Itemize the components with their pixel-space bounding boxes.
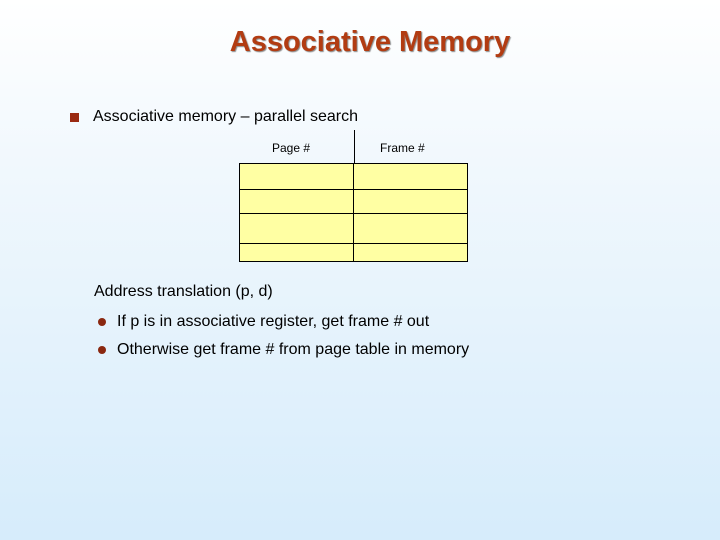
frame-number-header: Frame # — [380, 141, 425, 155]
square-bullet-icon — [70, 112, 79, 122]
table-row — [239, 213, 468, 244]
main-bullet: Associative memory – parallel search — [70, 108, 358, 126]
table-cell — [353, 189, 468, 214]
main-bullet-text: Associative memory – parallel search — [93, 108, 358, 125]
address-translation-heading: Address translation (p, d) — [94, 283, 273, 300]
sub-bullet-text: Otherwise get frame # from page table in… — [117, 341, 470, 358]
table-cell — [239, 213, 354, 244]
table-cell — [239, 189, 354, 214]
sub-bullet: Otherwise get frame # from page table in… — [98, 341, 469, 359]
sub-bullet: If p is in associative register, get fra… — [98, 313, 429, 331]
associative-memory-table — [239, 163, 468, 262]
table-cell — [239, 163, 354, 190]
table-cell — [353, 213, 468, 244]
table-cell — [353, 163, 468, 190]
slide-title: Associative Memory — [229, 26, 511, 58]
round-bullet-icon — [98, 318, 106, 326]
column-divider — [354, 130, 355, 163]
table-cell — [353, 243, 468, 262]
sub-bullet-text: If p is in associative register, get fra… — [117, 313, 430, 330]
page-number-header: Page # — [272, 141, 311, 155]
table-row — [239, 163, 468, 190]
round-bullet-icon — [98, 346, 106, 354]
table-cell — [239, 243, 354, 262]
table-row — [239, 243, 468, 262]
table-row — [239, 189, 468, 214]
